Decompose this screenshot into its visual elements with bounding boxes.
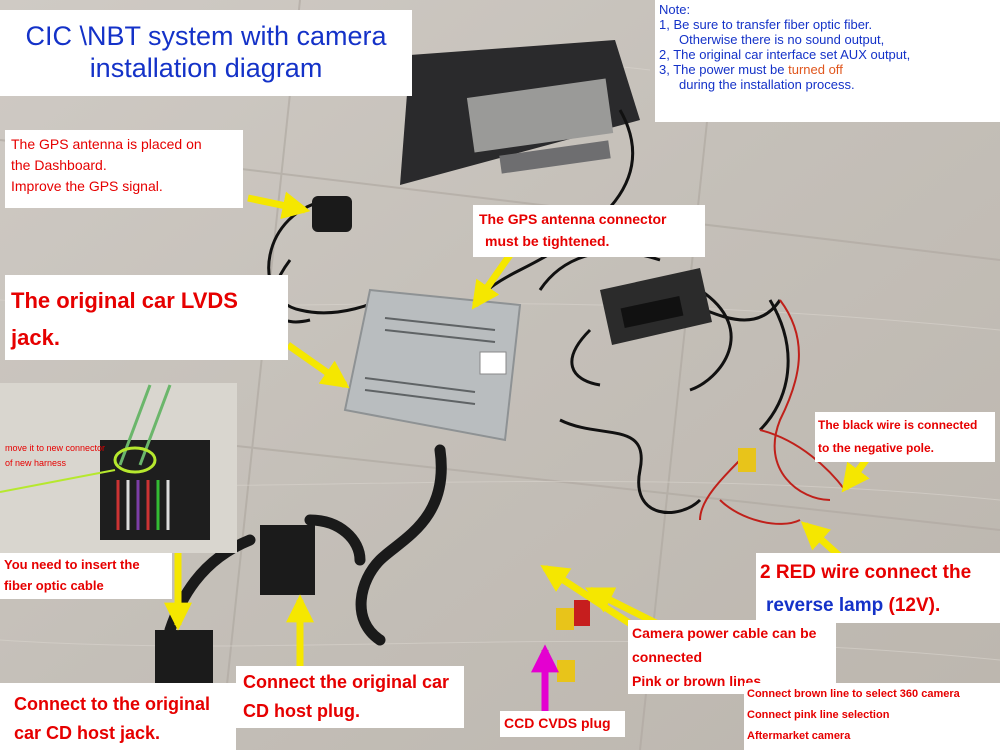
red-wire-line-2: reverse lamp (12V). xyxy=(760,589,971,622)
camera-power-line-3: Pink or brown lines. xyxy=(632,673,766,689)
red-wire-reverse-lamp: reverse lamp xyxy=(766,595,884,616)
fiber-line-1: You need to insert the xyxy=(4,557,140,572)
title-line-2: installation diagram xyxy=(89,53,323,83)
aftermarket-line-1: Connect brown line to select 360 camera xyxy=(747,688,960,700)
red-wire-label: 2 RED wire connect the reverse lamp (12V… xyxy=(760,556,971,622)
red-wire-box xyxy=(756,553,1000,623)
gps-placement-line-1: The GPS antenna is placed on xyxy=(11,136,202,152)
gps-connector-line-2: must be tightened. xyxy=(485,233,610,249)
fiber-label: You need to insert the fiber optic cable xyxy=(4,554,140,596)
ccd-plug-box xyxy=(500,711,625,737)
gps-placement-line-2: the Dashboard. xyxy=(11,157,107,173)
gps-connector-label: The GPS antenna connector must be tighte… xyxy=(479,208,666,252)
note-heading: Note: xyxy=(659,2,691,17)
note-item-3b: during the installation process. xyxy=(679,77,855,92)
inset-move-line-2: of new harness xyxy=(5,458,67,468)
interface-box-icon xyxy=(343,288,522,442)
camera-power-box xyxy=(628,620,836,694)
black-wire-label: The black wire is connected to the negat… xyxy=(818,414,977,460)
note-text: Note: 1, Be sure to transfer fiber optic… xyxy=(659,2,910,92)
cd-host-jack-line-1: Connect to the original xyxy=(14,694,210,714)
lvds-box xyxy=(5,275,288,360)
red-wire-voltage: (12V). xyxy=(883,595,941,616)
black-wire-line-2: to the negative pole. xyxy=(818,441,935,455)
gps-placement-label: The GPS antenna is placed on the Dashboa… xyxy=(11,134,202,197)
fiber-line-2: fiber optic cable xyxy=(4,578,104,593)
note-item-3a: 3, The power must be xyxy=(659,62,789,77)
gps-placement-line-3: Improve the GPS signal. xyxy=(11,178,163,194)
head-unit-icon xyxy=(400,40,640,185)
title-line-1: CIC \NBT system with camera xyxy=(25,21,387,51)
camera-power-line-2: connected xyxy=(632,649,703,665)
aftermarket-label: Connect brown line to select 360 camera … xyxy=(747,684,960,747)
cd-host-plug-label: Connect the original car CD host plug. xyxy=(243,668,449,726)
aftermarket-line-2: Connect pink line selection xyxy=(747,709,890,721)
red-wire-line-1: 2 RED wire connect the xyxy=(760,562,972,583)
cd-host-jack-label: Connect to the original car CD host jack… xyxy=(14,690,210,748)
arrow-yellow-black-wire xyxy=(841,457,870,493)
inset-move-line-1: move it to new connector xyxy=(5,443,106,453)
arrow-yellow-lvds xyxy=(285,342,350,389)
gps-placement-box xyxy=(5,130,243,208)
cd-host-plug-box xyxy=(236,666,464,728)
lvds-line-2: jack. xyxy=(11,325,60,350)
gps-connector-line-1: The GPS antenna connector xyxy=(479,211,667,227)
cd-host-jack-box xyxy=(0,683,236,750)
fiber-box xyxy=(0,553,172,599)
ccd-plug-label: CCD CVDS plug xyxy=(504,715,611,731)
note-item-1a: 1, Be sure to transfer fiber optic fiber… xyxy=(659,17,873,32)
arrow-yellow-gps-antenna xyxy=(247,191,311,220)
lvds-line-1: The original car LVDS xyxy=(11,288,238,313)
cd-host-plug-line-1: Connect the original car xyxy=(243,672,450,692)
diagram-title: CIC \NBT system with camera installation… xyxy=(0,20,412,84)
gps-connector-box xyxy=(473,205,705,257)
camera-module-icon xyxy=(600,268,712,345)
black-wire-box xyxy=(815,412,995,462)
aftermarket-box xyxy=(744,683,1000,750)
cd-host-plug-line-2: CD host plug. xyxy=(243,701,360,721)
black-wire-line-1: The black wire is connected xyxy=(818,418,978,432)
title-box xyxy=(0,10,412,96)
note-box xyxy=(655,0,1000,122)
camera-power-line-1: Camera power cable can be xyxy=(632,625,817,641)
inset-photo xyxy=(0,383,237,553)
inset-move-label: move it to new connector of new harness xyxy=(5,441,105,471)
arrow-yellow-gps-connector xyxy=(471,249,515,310)
cd-host-jack-line-2: car CD host jack. xyxy=(14,723,161,743)
note-item-1b: Otherwise there is no sound output, xyxy=(679,32,885,47)
note-item-2: 2, The original car interface set AUX ou… xyxy=(659,47,911,62)
note-item-3: 3, The power must be turned off xyxy=(659,62,910,77)
lvds-label: The original car LVDS jack. xyxy=(11,282,238,356)
note-item-3-highlight: turned off xyxy=(788,62,843,77)
camera-power-label: Camera power cable can be connected Pink… xyxy=(632,621,816,693)
aftermarket-line-3: Aftermarket camera xyxy=(747,730,851,742)
